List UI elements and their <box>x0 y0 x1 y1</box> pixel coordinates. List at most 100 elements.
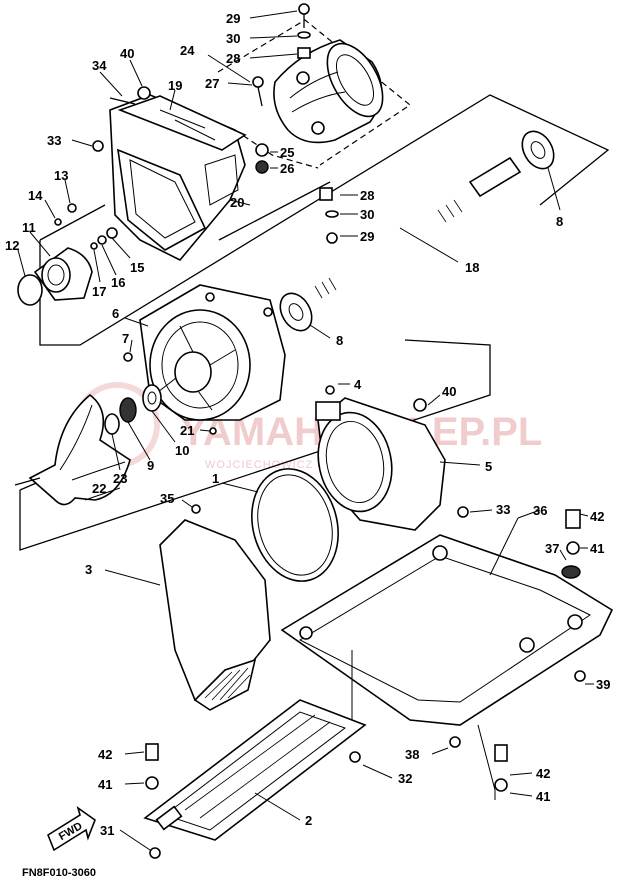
callout-10: 10 <box>175 443 189 458</box>
callout-42-top: 42 <box>590 509 604 524</box>
frame-middle <box>19 339 491 551</box>
callout-14: 14 <box>28 188 43 203</box>
cover-11-port-inner <box>47 264 65 286</box>
nut-26 <box>255 160 269 174</box>
ring-16 <box>97 235 107 245</box>
callout-18: 18 <box>465 260 479 275</box>
callout-16: 16 <box>111 275 125 290</box>
rideplate-2-body <box>143 699 367 841</box>
pump-6-vane1 <box>179 325 194 353</box>
callout-5: 5 <box>485 459 492 474</box>
callout-21: 21 <box>180 423 194 438</box>
bearing-8-lower-bore <box>288 303 304 321</box>
shroud-3-body <box>159 519 271 701</box>
bracket-19-plate <box>117 95 247 151</box>
pump-6-vane2 <box>209 349 236 366</box>
part-36-frame-plate <box>280 509 614 726</box>
nut-40-top <box>137 86 151 100</box>
housing-24-inner <box>335 54 375 106</box>
bracket-19-rib2 <box>174 119 216 141</box>
ring-10 <box>142 384 162 412</box>
screw-7 <box>123 352 133 362</box>
part-24-housing <box>252 3 384 174</box>
housing-24-boss1 <box>296 71 310 85</box>
callout-11: 11 <box>22 220 36 235</box>
frame-upper-edge <box>39 204 106 241</box>
part-11-cover <box>17 203 118 306</box>
washer-30-mid <box>325 210 339 218</box>
callout-2: 2 <box>305 813 312 828</box>
nozzle-5-tab <box>315 401 341 421</box>
callout-28-mid: 28 <box>360 188 374 203</box>
part-6-pump-housing <box>123 284 286 421</box>
ring-15 <box>106 227 118 239</box>
bolt-32 <box>349 751 361 763</box>
callout-38: 38 <box>405 747 419 762</box>
nut-41-right <box>494 778 508 792</box>
callout-24: 24 <box>180 43 195 58</box>
callout-26: 26 <box>280 161 294 176</box>
bearing-8-top-bore <box>530 141 546 159</box>
bolt-27-shank <box>257 86 263 107</box>
pump-6-vane4 <box>157 377 177 393</box>
housing-24-rib2 <box>291 91 346 113</box>
oring-1-inner <box>257 474 333 576</box>
callout-31: 31 <box>100 823 114 838</box>
screw-29-top <box>298 3 310 15</box>
pump-6-rim-inner <box>161 321 239 409</box>
pump-6-hub <box>174 351 212 393</box>
bracket-19-rib <box>159 109 206 129</box>
housing-24-rib1 <box>289 71 339 99</box>
duct-19-side <box>204 154 239 206</box>
part-19-duct <box>92 86 331 261</box>
plate-36-hole2 <box>567 614 583 630</box>
nut-41-top <box>566 541 580 555</box>
housing-24-boss2 <box>311 121 325 135</box>
callout-39: 39 <box>596 677 610 692</box>
housing-24-opening <box>326 42 384 118</box>
callout-33-top: 33 <box>47 133 61 148</box>
callout-19: 19 <box>168 78 182 93</box>
pump-6-vane3 <box>197 390 213 411</box>
nozzle-5-bore <box>317 411 393 513</box>
pump-6-hole2 <box>263 307 273 317</box>
bearing-8-lower <box>279 292 313 332</box>
callout-42-right: 42 <box>536 766 550 781</box>
callout-34: 34 <box>92 58 107 73</box>
shroud-3-grille-bars <box>204 667 251 701</box>
callout-17: 17 <box>92 284 106 299</box>
washer-14 <box>54 218 62 226</box>
callout-41-right: 41 <box>536 789 550 804</box>
callout-4: 4 <box>354 377 362 392</box>
ring-9 <box>119 397 137 423</box>
frame-24-dashed <box>217 19 412 166</box>
rideplate-2-groove1 <box>184 714 316 811</box>
callout-30-mid: 30 <box>360 207 374 222</box>
bolt-4 <box>325 385 335 395</box>
nut-41-left <box>145 776 159 790</box>
rideplate-2-inner <box>163 711 347 831</box>
washer-30-top <box>297 31 311 39</box>
callout-13: 13 <box>54 168 68 183</box>
impeller-22-blades <box>28 393 131 506</box>
collar-42-top <box>565 509 581 529</box>
collar-28-mid <box>319 187 333 201</box>
duct-19-inner <box>129 159 196 239</box>
screw-35 <box>191 504 201 514</box>
callout-41-top: 41 <box>590 541 604 556</box>
frame-upper <box>39 94 610 346</box>
plate-36-boss <box>519 637 535 653</box>
bolt-39 <box>574 670 586 682</box>
callout-41-left: 41 <box>98 777 112 792</box>
collar-28-top <box>297 47 311 59</box>
impeller-22-shaft <box>14 477 41 486</box>
callout-6: 6 <box>112 306 119 321</box>
rideplate-2-slot <box>155 805 183 831</box>
part-3-shroud <box>159 504 271 711</box>
callout-33-lower: 33 <box>496 502 510 517</box>
frame-24-dashed-b <box>234 129 319 169</box>
callout-9: 9 <box>147 458 154 473</box>
grommet-37 <box>561 565 581 579</box>
bolt-13 <box>67 203 77 213</box>
